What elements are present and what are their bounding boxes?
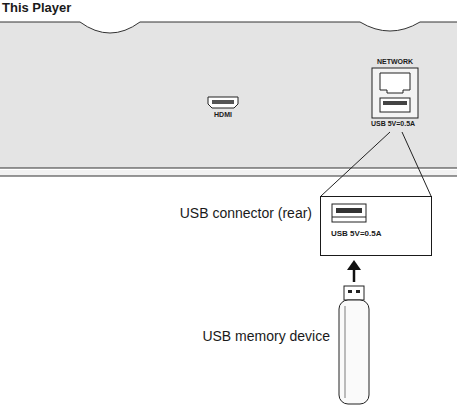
usb-plug-hole <box>356 290 360 293</box>
usb-port-icon <box>331 203 371 225</box>
panel-lip <box>0 170 457 176</box>
port-label: HDMI <box>214 111 232 119</box>
usb-port <box>380 98 410 112</box>
panel-face <box>0 22 457 168</box>
hdmi-port-inner <box>212 100 234 104</box>
callout-caption: USB connector (rear) <box>180 205 312 221</box>
port-housing <box>372 68 418 118</box>
usb-plug-hole <box>348 290 352 293</box>
port-rating-label: USB 5V=0.5A <box>331 229 381 238</box>
leader-line <box>321 132 390 196</box>
panel-top-edge <box>0 22 457 33</box>
figure-title: This Player <box>2 1 71 16</box>
insert-arrow <box>353 268 356 282</box>
hdmi-port <box>208 97 238 108</box>
device-caption: USB memory device <box>202 328 330 344</box>
usb-port-tongue <box>383 101 407 105</box>
network-port <box>380 73 410 93</box>
usb-memory-shade <box>344 306 346 398</box>
port-rating-label: USB 5V=0.5A <box>371 120 415 128</box>
insert-arrowhead <box>347 260 361 270</box>
panel-edge-line <box>0 175 457 176</box>
callout-box: USB 5V=0.5A <box>320 196 432 256</box>
usb-plug <box>344 286 364 300</box>
port-label: NETWORK <box>377 58 413 66</box>
usb-memory-body <box>339 300 369 404</box>
leader-line <box>402 132 431 196</box>
panel-edge-line <box>0 167 457 168</box>
